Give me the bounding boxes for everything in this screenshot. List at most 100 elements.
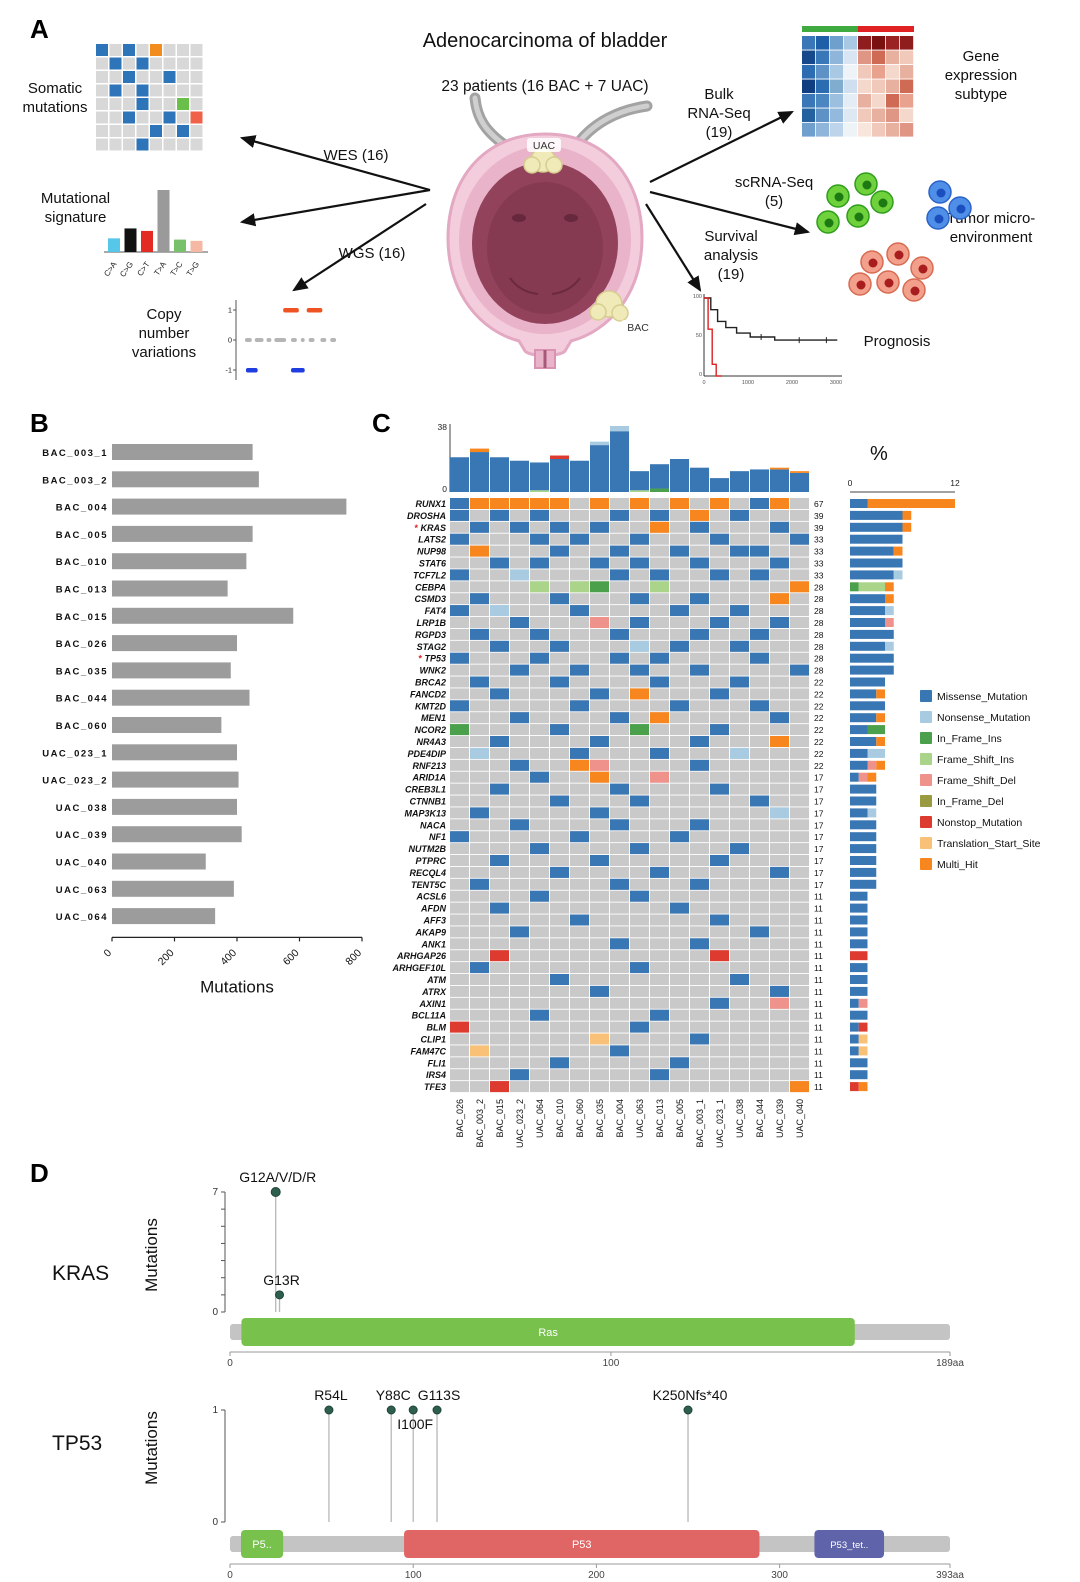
gene-count-bar-segment — [850, 1046, 859, 1056]
oncoprint-bg-cell — [470, 985, 489, 997]
gene-percent: 11 — [814, 975, 823, 985]
oncoprint-bg-cell — [770, 759, 789, 771]
oncoprint-bg-cell — [590, 795, 609, 807]
oncoprint-bg-cell — [690, 985, 709, 997]
oncoprint-mutation-cell — [610, 783, 629, 795]
gene-count-bar-segment — [858, 998, 868, 1008]
oncoprint-bg-cell — [490, 521, 509, 533]
gene-count-bar-segment — [850, 1058, 868, 1068]
gene-count-bar-segment — [850, 796, 877, 806]
gene-label: ATRX — [421, 987, 447, 997]
km-ytick: 100 — [693, 294, 702, 300]
oncoprint-bg-cell — [750, 878, 769, 890]
lollipop-label: R54L — [314, 1387, 348, 1403]
somatic-grid-cell — [150, 98, 162, 110]
oncoprint-bg-cell — [630, 569, 649, 581]
oncoprint-bg-cell — [630, 676, 649, 688]
oncoprint-bg-cell — [630, 866, 649, 878]
uac-label: UAC — [533, 140, 556, 152]
oncoprint-bg-cell — [790, 676, 809, 688]
oncoprint-bg-cell — [450, 985, 469, 997]
gene-percent: 11 — [814, 1011, 823, 1021]
oncoprint-bg-cell — [710, 926, 729, 938]
oncoprint-bg-cell — [610, 640, 629, 652]
lollipop-x-tick-label: 200 — [588, 1570, 605, 1581]
gene-label: RGPD3 — [415, 630, 446, 640]
oncoprint-bg-cell — [790, 1057, 809, 1069]
oncoprint-mutation-cell — [570, 831, 589, 843]
oncoprint-bg-cell — [450, 581, 469, 593]
oncoprint-bg-cell — [690, 1057, 709, 1069]
mutation-count-bar — [112, 853, 206, 870]
lollipop-y-tick-label: 7 — [212, 1187, 218, 1198]
oncoprint-bg-cell — [630, 771, 649, 783]
lollipop-dot — [683, 1405, 693, 1415]
oncoprint-bg-cell — [630, 878, 649, 890]
oncoprint-mutation-cell — [590, 985, 609, 997]
gene-percent: 11 — [814, 1035, 823, 1045]
oncoprint-bg-cell — [550, 617, 569, 628]
oncoprint-bg-cell — [610, 997, 629, 1009]
oncoprint-bg-cell — [750, 533, 769, 545]
oncoprint-bg-cell — [450, 712, 469, 724]
mutational-signature-label: Mutational signature — [40, 190, 111, 226]
gene-percent: 11 — [814, 999, 823, 1009]
oncoprint-bg-cell — [670, 1033, 689, 1045]
lollipop-x-tick-label: 189aa — [936, 1358, 964, 1369]
gene-percent: 28 — [814, 630, 824, 640]
oncoprint-mutation-cell — [550, 974, 569, 985]
somatic-grid-cell — [109, 57, 122, 70]
oncoprint-bg-cell — [770, 1033, 789, 1045]
oncoprint-bg-cell — [770, 914, 789, 926]
oncoprint-bg-cell — [530, 759, 549, 771]
oncoprint-mutation-cell — [670, 831, 689, 843]
sample-label: BAC_044 — [56, 694, 108, 705]
oncoprint-bg-cell — [610, 1009, 629, 1021]
oncoprint-mutation-cell — [730, 605, 749, 617]
oncoprint-bg-cell — [470, 855, 489, 866]
oncoprint-bg-cell — [510, 557, 529, 569]
oncoprint-bg-cell — [550, 759, 569, 771]
oncoprint-bg-cell — [510, 902, 529, 914]
lollipop-dot — [324, 1405, 334, 1415]
oncoprint-mutation-cell — [470, 521, 489, 533]
oncoprint-sample-label: BAC_026 — [455, 1099, 465, 1138]
somatic-grid-cell — [136, 111, 149, 124]
gene-count-bar-segment — [850, 844, 877, 854]
gene-percent: 39 — [814, 523, 824, 533]
oncoprint-mutation-cell — [590, 855, 609, 866]
oncoprint-sample-label: BAC_005 — [675, 1099, 685, 1138]
oncoprint-sample-label: UAC_039 — [775, 1099, 785, 1138]
oncoprint-bg-cell — [470, 617, 489, 628]
oncoprint-bg-cell — [530, 1021, 549, 1033]
oncoprint-bg-cell — [650, 557, 669, 569]
oncoprint-bg-cell — [610, 617, 629, 628]
legend-swatch — [920, 795, 932, 807]
oncoprint-bg-cell — [670, 985, 689, 997]
oncoprint-bg-cell — [710, 843, 729, 855]
oncoprint-bg-cell — [550, 807, 569, 819]
oncoprint-bg-cell — [730, 997, 749, 1009]
gene-count-bar-segment — [850, 891, 868, 901]
cnv-ytick: 1 — [228, 306, 232, 315]
oncoprint-bg-cell — [650, 878, 669, 890]
uac-tumor — [545, 156, 563, 174]
oncoprint-bg-cell — [450, 593, 469, 605]
oncoprint-bg-cell — [730, 521, 749, 533]
red-cell-nucleus — [856, 280, 866, 290]
oncoprint-mutation-cell — [450, 724, 469, 736]
gene-label: RECQL4 — [409, 868, 446, 878]
oncoprint-bg-cell — [590, 890, 609, 902]
oncoprint-mutation-cell — [510, 1069, 529, 1081]
blue-cell-nucleus — [956, 204, 966, 214]
expr-heatmap-cell — [900, 123, 914, 137]
sample-label: BAC_013 — [56, 585, 108, 596]
cnv-neutral-segment — [320, 338, 327, 342]
